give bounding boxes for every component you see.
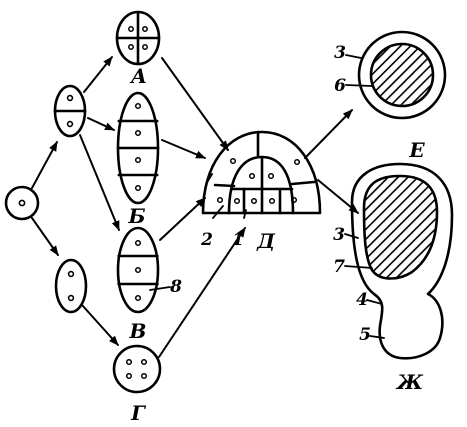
stage-b-cell [116,91,160,205]
label-d: Д [256,229,276,253]
arrow-two-cell-to-v [79,134,120,231]
binucleate-cell [54,258,88,314]
arrow-two-cell-to-b [87,117,115,131]
arrow-two-cell-to-a [83,56,113,93]
zygote-cell [4,185,40,221]
two-cell-stage [53,84,87,138]
arrow-b-to-d [161,139,206,159]
label-zh: Ж [395,370,424,394]
arrow-g-to-d [158,227,246,358]
label-num-6: 6 [334,76,346,96]
label-e: Е [408,138,425,162]
arrow-v-to-d [159,197,206,241]
stage-e-spore [345,30,447,120]
arrow-a-to-d [161,57,229,151]
label-v: В [129,319,147,343]
stage-zh-spore [344,162,454,360]
label-a: А [129,64,147,88]
arrow-zygote-to-two-cell [31,141,58,189]
arrow-binucleate-to-g [81,304,119,346]
stage-g-cell [112,344,162,394]
label-num-3-e: 3 [334,43,346,63]
label-g: Г [130,401,146,425]
label-num-2: 2 [200,230,213,250]
label-num-4: 4 [356,290,368,310]
arrows [31,56,359,358]
label-num-1: 1 [232,230,244,250]
label-num-7: 7 [333,257,345,277]
label-b: Б [127,204,145,228]
arrow-d-to-e [304,109,353,159]
stage-d-tissue [201,130,322,219]
stage-v-cell [116,226,171,314]
label-num-5: 5 [359,325,371,345]
arrow-d-to-zh [317,179,359,214]
label-num-8: 8 [169,277,182,297]
stage-a-cell [115,10,161,66]
arrow-zygote-to-binucleate [31,217,59,256]
label-num-3-zh: 3 [333,225,345,245]
